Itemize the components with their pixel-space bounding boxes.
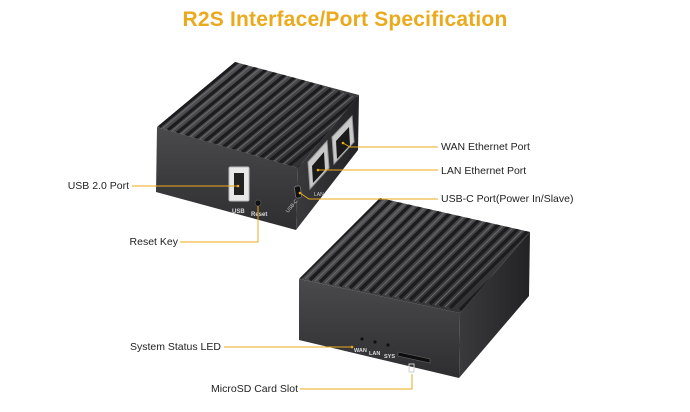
page-title: R2S Interface/Port Specification — [182, 8, 508, 31]
reset-print: Reset — [251, 212, 267, 218]
reset-key-label: Reset Key — [129, 236, 178, 248]
microsd-callout-line — [300, 374, 413, 390]
led-lan — [373, 340, 377, 344]
reset-button — [254, 199, 262, 207]
back-right-face — [459, 232, 530, 378]
wan-led-print: WAN — [354, 348, 367, 354]
wan-port-label: WAN Ethernet Port — [441, 141, 530, 153]
usbc-port-label: USB-C Port(Power In/Slave) — [441, 193, 574, 205]
usb-print: USB — [232, 209, 245, 215]
microsd-slot — [397, 351, 431, 364]
device-back-view: WAN LAN SYS — [299, 198, 530, 378]
reset-callout-line — [180, 206, 259, 243]
led-sys — [386, 343, 390, 347]
usb2-port-label: USB 2.0 Port — [67, 180, 129, 192]
lan-port-label: LAN Ethernet Port — [441, 165, 527, 177]
wan-callout-line — [342, 142, 438, 148]
front-face — [156, 127, 298, 230]
callout-lines — [132, 142, 438, 390]
led-wan — [360, 337, 364, 341]
usbc-port — [294, 185, 302, 199]
microsd-slot-label: MicroSD Card Slot — [211, 383, 298, 395]
usb2-port-tongue — [234, 173, 244, 195]
status-led-label: System Status LED — [129, 341, 221, 353]
callout-dots — [236, 141, 354, 349]
microsd-icon — [408, 363, 415, 373]
lan-print: LAN — [314, 192, 324, 198]
back-front-face — [299, 279, 460, 378]
lan-led-print: LAN — [369, 351, 380, 357]
usbc-callout-line — [299, 192, 438, 200]
sys-led-print: SYS — [384, 354, 395, 360]
lan-port-jack — [312, 152, 325, 183]
